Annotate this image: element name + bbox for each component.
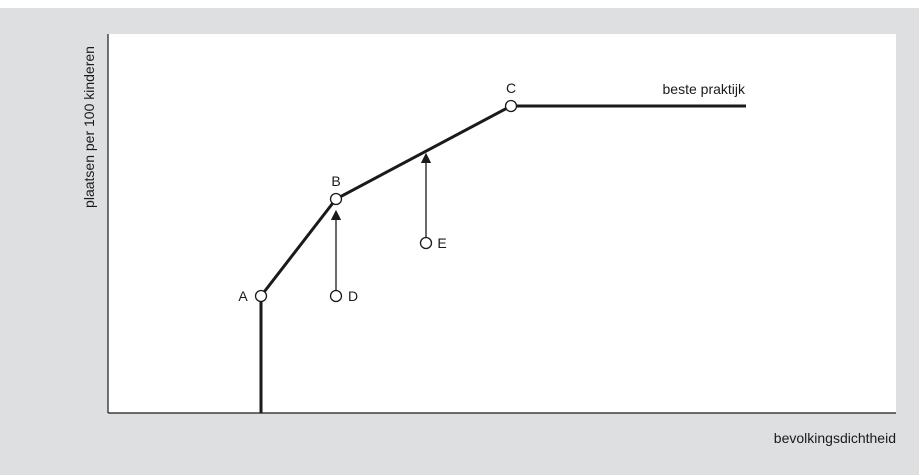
point-b-label: B [331, 173, 340, 189]
point-a-label: A [238, 288, 248, 304]
y-axis-title: plaatsen per 100 kinderen [81, 46, 97, 208]
point-a-marker [254, 289, 268, 303]
point-b-marker [329, 192, 343, 206]
plot-area [108, 34, 896, 413]
point-e-label: E [437, 235, 446, 251]
point-d-marker [329, 289, 343, 303]
x-axis-title: bevolkingsdichtheid [774, 430, 896, 446]
point-e-marker [419, 236, 433, 250]
point-c-label: C [506, 80, 516, 96]
point-d-label: D [348, 288, 358, 304]
curve-label: beste praktijk [663, 81, 746, 97]
point-c-marker [504, 99, 518, 113]
